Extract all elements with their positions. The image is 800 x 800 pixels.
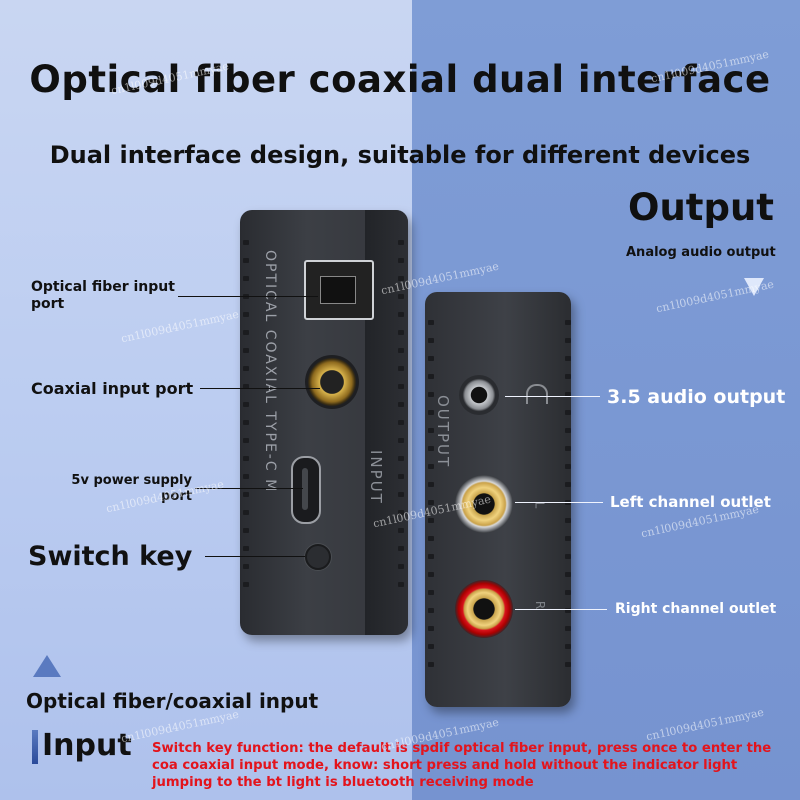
switch-leader-line xyxy=(205,556,305,557)
power-port-label: 5v power supply port xyxy=(71,473,192,504)
left-channel-label: Left channel outlet xyxy=(610,493,771,511)
coaxial-input-label: Coaxial input port xyxy=(31,379,194,398)
device-input-print: INPUT xyxy=(367,450,385,505)
right-leader-line xyxy=(515,609,607,610)
page-subtitle: Dual interface design, suitable for diff… xyxy=(49,141,751,169)
switch-key-button xyxy=(305,544,331,570)
headphone-icon xyxy=(526,384,548,404)
right-channel-label: Right channel outlet xyxy=(615,601,777,617)
rca-left-jack xyxy=(455,475,513,533)
right-channel-mark: R xyxy=(533,600,548,610)
device-output-print: OUTPUT xyxy=(434,395,452,469)
input-accent-bar xyxy=(32,730,38,764)
switch-key-label: Switch key xyxy=(28,541,193,572)
optical-leader-line xyxy=(178,296,318,297)
audio35-leader-line xyxy=(505,396,600,397)
analog-audio-output-label: Analog audio output xyxy=(626,245,776,260)
left-leader-line xyxy=(515,502,603,503)
switch-key-note: Switch key function: the default is spdi… xyxy=(152,741,772,790)
power-leader-line xyxy=(195,488,303,489)
arrow-down-icon xyxy=(744,278,764,296)
device-port-print: OPTICAL COAXIAL TYPE-C M xyxy=(262,250,278,494)
arrow-up-icon xyxy=(33,655,61,677)
page-title: Optical fiber coaxial dual interface xyxy=(29,58,771,101)
optical-input-label: Optical fiber input port xyxy=(31,279,175,312)
audio35-output-label: 3.5 audio output xyxy=(607,386,786,408)
right-device-ridges-right xyxy=(565,320,571,680)
input-heading: Input xyxy=(42,728,132,763)
coaxial-input-port xyxy=(305,355,359,409)
left-device-ridges-right xyxy=(398,240,404,600)
audio-35mm-jack xyxy=(459,375,499,415)
typec-power-port xyxy=(291,456,321,524)
coaxial-leader-line xyxy=(200,388,320,389)
left-device-ridges xyxy=(243,240,249,600)
optical-input-port xyxy=(304,260,374,320)
right-device-ridges xyxy=(428,320,434,680)
optical-coaxial-input-label: Optical fiber/coaxial input xyxy=(26,689,319,713)
rca-right-jack xyxy=(455,580,513,638)
output-heading: Output xyxy=(628,186,774,229)
